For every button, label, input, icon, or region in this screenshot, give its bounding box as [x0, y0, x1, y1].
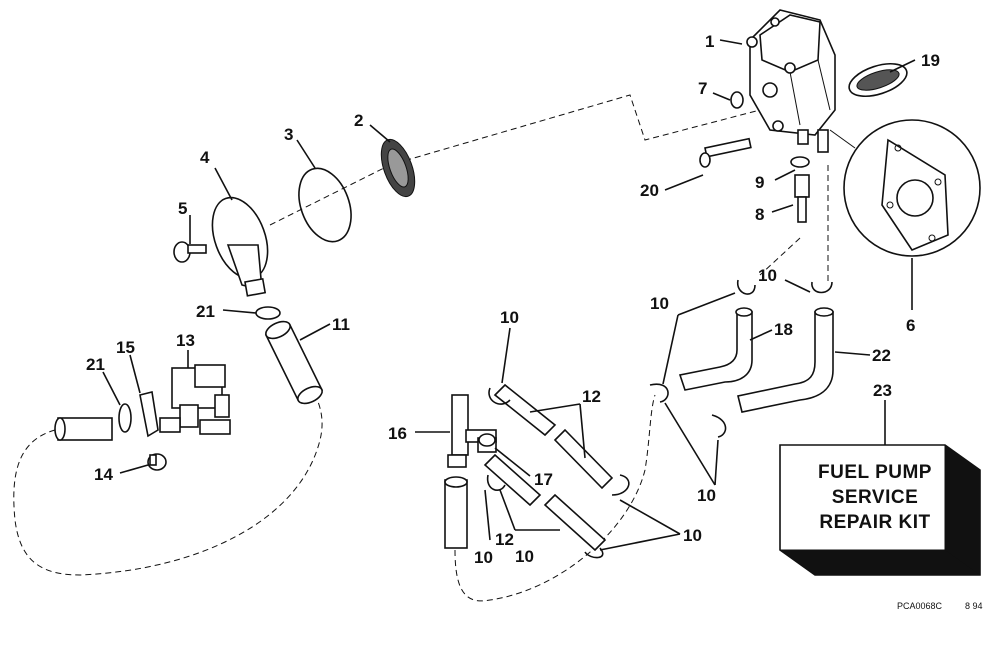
callout-3: 3	[284, 125, 293, 144]
part-pump-gasket	[848, 62, 908, 98]
part-o-ring-large	[298, 167, 352, 243]
callout-7: 7	[698, 79, 707, 98]
part-hose-18	[678, 307, 753, 391]
part-fitting-8	[794, 174, 810, 223]
figure-date: 8 94	[965, 601, 983, 611]
callout-numbers: 1 2 3 4 5 6 7 8 9 10 10 10 10 10 10 10 1…	[86, 32, 940, 567]
callout-10-b: 10	[650, 294, 669, 313]
assembly-dashed-lines	[13, 94, 829, 602]
part-o-ring-small	[730, 91, 744, 109]
part-fitting-17	[477, 433, 497, 453]
callout-14: 14	[94, 465, 113, 484]
callout-5: 5	[178, 199, 187, 218]
leader-lines	[102, 39, 916, 551]
part-hose-left	[54, 417, 113, 441]
kit-label-line-3: REPAIR KIT	[819, 512, 930, 533]
callout-19: 19	[921, 51, 940, 70]
part-hose-11	[264, 320, 324, 405]
callout-20: 20	[640, 181, 659, 200]
part-tee-fitting	[447, 394, 497, 468]
part-gasket-15	[139, 391, 159, 438]
callout-1: 1	[705, 32, 714, 51]
callout-8: 8	[755, 205, 764, 224]
part-valve-body	[159, 364, 231, 435]
part-o-ring-9	[790, 156, 810, 168]
callout-4: 4	[200, 148, 210, 167]
figure-code: PCA0068C	[897, 601, 943, 611]
callout-10-d: 10	[697, 486, 716, 505]
callout-10-f: 10	[474, 548, 493, 567]
callout-6: 6	[906, 316, 915, 335]
callout-23: 23	[873, 381, 892, 400]
callout-10-c: 10	[758, 266, 777, 285]
part-gasket-detail	[829, 119, 981, 257]
part-pump-cover	[211, 196, 269, 297]
callout-2: 2	[354, 111, 363, 130]
kit-label-line-1: FUEL PUMP	[818, 462, 932, 483]
callout-10-a: 10	[500, 308, 519, 327]
part-filter-screen	[380, 138, 416, 198]
part-clips-10	[486, 279, 833, 559]
callout-9: 9	[755, 173, 764, 192]
part-hose-22	[737, 307, 834, 413]
part-o-ring-21-upper	[255, 306, 281, 320]
callout-21-b: 21	[86, 355, 105, 374]
callout-16: 16	[388, 424, 407, 443]
callout-18: 18	[774, 320, 793, 339]
part-o-ring-21-lower	[118, 403, 132, 433]
callout-22: 22	[872, 346, 891, 365]
callout-11: 11	[332, 315, 350, 334]
callout-13: 13	[176, 331, 195, 350]
part-fuel-pump-body	[746, 9, 836, 153]
part-screw-14	[147, 453, 167, 471]
callout-12-a: 12	[582, 387, 601, 406]
part-hoses-12	[483, 383, 614, 552]
callout-10-e: 10	[683, 526, 702, 545]
part-screw	[699, 137, 752, 168]
part-service-kit-box	[779, 444, 981, 576]
callout-15: 15	[116, 338, 135, 357]
part-hose-vertical	[444, 476, 468, 549]
callout-17: 17	[534, 470, 553, 489]
callout-12-b: 12	[495, 530, 514, 549]
kit-label-line-2: SERVICE	[832, 487, 919, 508]
callout-10-g: 10	[515, 547, 534, 566]
callout-21-a: 21	[196, 302, 215, 321]
part-cover-screw	[173, 241, 207, 263]
